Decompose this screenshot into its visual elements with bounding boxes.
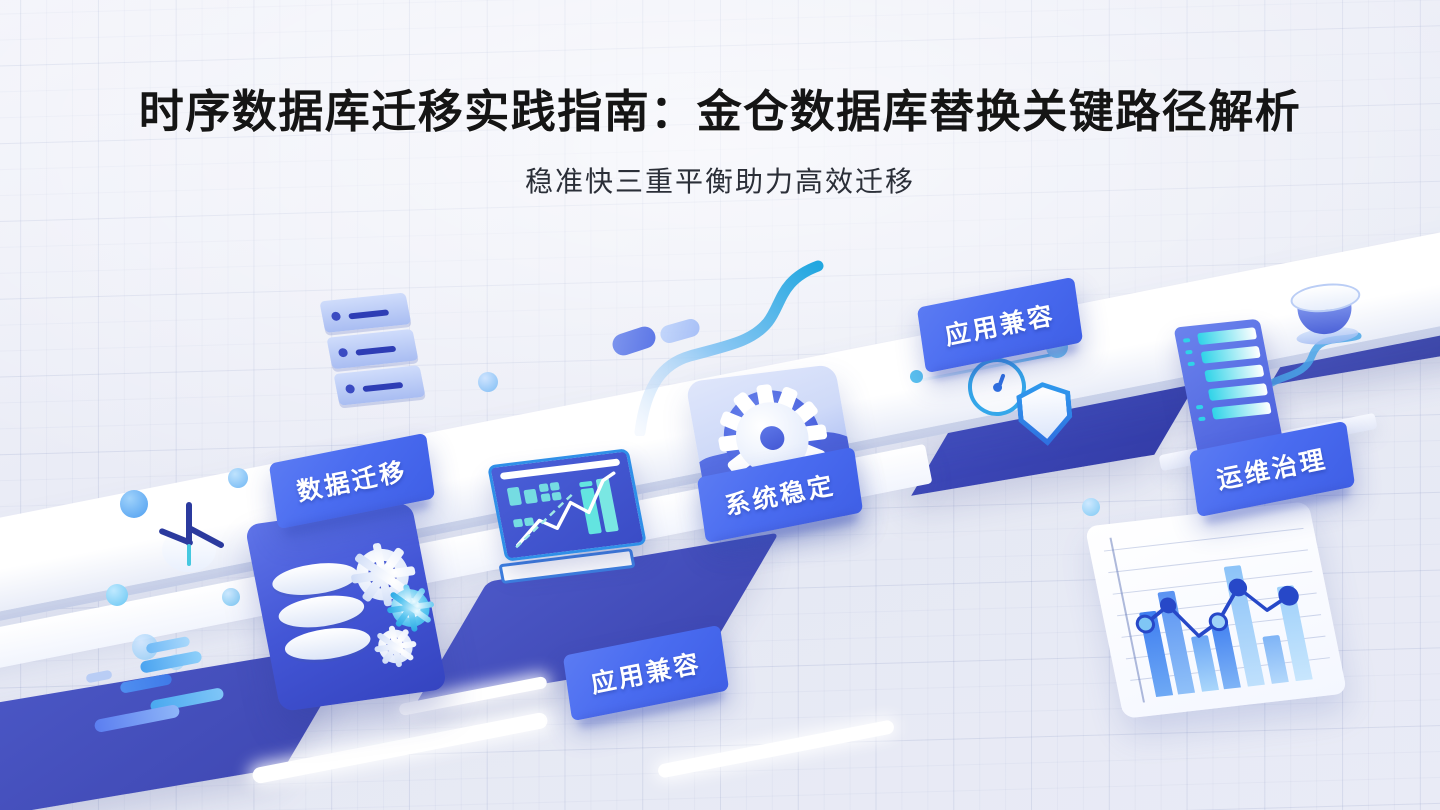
decor-circle: [222, 588, 240, 606]
label-text: 系统稳定: [722, 471, 838, 521]
light-streak: [656, 719, 896, 779]
chart-trend-line: [1135, 578, 1299, 638]
clock-icon: [150, 500, 226, 574]
label-text: 应用兼容: [588, 649, 704, 699]
connector-node-icon: [910, 370, 923, 383]
data-stream-bar: [85, 669, 113, 684]
monitor-chart-icon: [487, 448, 647, 562]
page-title: 时序数据库迁移实践指南：金仓数据库替换关键路径解析: [138, 86, 1302, 137]
database-card: [244, 502, 448, 712]
gear-icon-small: [373, 625, 417, 668]
label-text: 运维治理: [1214, 445, 1330, 495]
decor-circle: [120, 490, 148, 518]
decor-circle: [228, 468, 248, 488]
decor-circle: [106, 584, 128, 606]
decor-circle: [1082, 498, 1100, 516]
bar-line-chart-icon: [1084, 501, 1348, 719]
decor-circle: [478, 372, 498, 392]
gear-icon-cyan: [386, 584, 435, 632]
server-rack-icon: [319, 292, 426, 412]
storage-cylinder-icon: [1289, 280, 1362, 348]
heading-block: 时序数据库迁移实践指南：金仓数据库替换关键路径解析 稳准快三重平衡助力高效迁移: [0, 86, 1440, 200]
label-text: 应用兼容: [942, 301, 1058, 351]
page-subtitle: 稳准快三重平衡助力高效迁移: [524, 165, 915, 197]
label-text: 数据迁移: [294, 457, 410, 507]
monitor-line-chart: [515, 471, 616, 549]
